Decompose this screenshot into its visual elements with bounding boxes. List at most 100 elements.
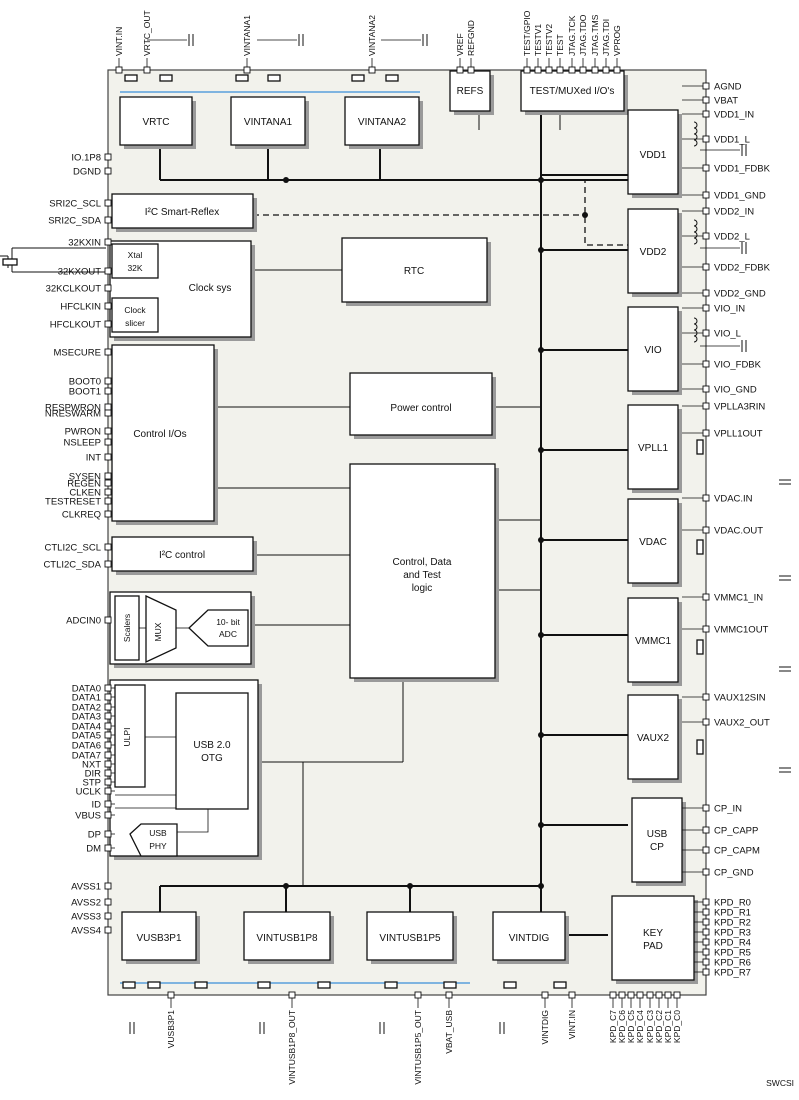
pin-label: TESTV1: [533, 24, 543, 56]
pin-label: VAUX2_OUT: [714, 718, 770, 729]
block-rtc: RTC: [341, 237, 491, 306]
pin-label: AVSS4: [71, 926, 101, 937]
pin-label: DATA5: [72, 731, 101, 742]
pin-msecure: [104, 348, 112, 356]
pin-label: NSLEEP: [64, 438, 102, 449]
pin-id: [104, 800, 112, 808]
pin-label: VBAT_USB: [444, 1010, 454, 1054]
resistor-icon: [696, 439, 704, 455]
vdac-label: VDAC: [639, 537, 667, 548]
pin-hfclkout: [104, 320, 112, 328]
block-test-mux: TEST/MUXed I/O's: [520, 70, 628, 115]
pin-label: VIO_FDBK: [714, 360, 762, 371]
pin-nsleep: [104, 438, 112, 446]
pin-jtag-tdo: [579, 66, 587, 74]
pin-label: VPLL1OUT: [714, 429, 763, 440]
pin-label: TESTRESET: [45, 497, 101, 508]
resistor-icon: [503, 981, 517, 989]
control-data-label-3: logic: [412, 583, 433, 594]
clock-slicer-label-2: slicer: [125, 318, 145, 328]
pin-ctli2c-sda: [104, 560, 112, 568]
pin-label: KPD_R0: [714, 898, 751, 909]
pin-test-gpio: [523, 66, 531, 74]
pin-label: VINT.IN: [114, 27, 124, 56]
pin-avss3: [104, 912, 112, 920]
inductor-icon: [693, 219, 698, 245]
resistor-icon: [385, 74, 399, 82]
pin-label: KPD_C3: [645, 1010, 655, 1043]
pin-testv1: [534, 66, 542, 74]
inductor-icon: [693, 121, 698, 147]
pin-label: PWRON: [65, 427, 102, 438]
pin-dp: [104, 830, 112, 838]
pin-label: UCLK: [76, 787, 102, 798]
block-power-control: Power control: [349, 372, 496, 439]
pin-label: KPD_R2: [714, 918, 751, 929]
bottom-regulators: VUSB3P1 VINTUSB1P8 VINTUSB1P5 VINTDIG: [121, 911, 569, 964]
pin-dm: [104, 844, 112, 852]
pin-int: [104, 453, 112, 461]
pin-kpd-c7: [609, 991, 617, 999]
pin-label: NRESWARM: [45, 409, 101, 420]
pin-vmmc1out: [702, 625, 710, 633]
pin-vrtc-out: [143, 66, 151, 74]
pin-label: KPD_C0: [672, 1010, 682, 1043]
pin-boot1: [104, 387, 112, 395]
pin-label: VDD2_FDBK: [714, 263, 771, 274]
resistor-icon: [124, 74, 138, 82]
pin-label: DM: [86, 844, 101, 855]
pin-label: STP: [83, 778, 101, 789]
vmmc1-label: VMMC1: [635, 636, 672, 647]
pin-label: BOOT0: [69, 377, 101, 388]
refs-label: REFS: [457, 86, 484, 97]
resistor-icon: [267, 74, 281, 82]
clock-sys-label: Clock sys: [189, 283, 232, 294]
pin-label: CTLI2C_SCL: [45, 543, 102, 554]
vpll1-label: VPLL1: [638, 443, 668, 454]
pin-label: 32KCLKOUT: [46, 284, 102, 295]
pin-vdd2-in: [702, 207, 710, 215]
pin-test: [556, 66, 564, 74]
pin-vint-in: [115, 66, 123, 74]
pin-label: VINTANA1: [242, 15, 252, 56]
pin-label: VDAC.IN: [714, 494, 753, 505]
vrtc-label: VRTC: [142, 117, 169, 128]
internal-bus: [159, 112, 628, 912]
keypad-label-1: KEY: [643, 928, 663, 939]
pin-label: VINTUSB1P5_OUT: [413, 1010, 423, 1085]
pin-label: VDD1_IN: [714, 110, 754, 121]
pin-label: CP_GND: [714, 868, 754, 879]
resistor-icon: [159, 74, 173, 82]
pin-label: 32KXOUT: [58, 267, 101, 278]
block-adc-chain: Scalers MUX 10- bit ADC: [109, 591, 255, 668]
pin-vdd1-in: [702, 110, 710, 118]
resistor-icon: [443, 981, 457, 989]
pin-vintana2: [368, 66, 376, 74]
usb-cp-label-1: USB: [647, 829, 668, 840]
pin-kpd-r3: [702, 928, 710, 936]
resistor-icon: [696, 539, 704, 555]
pin-label: KPD_R7: [714, 968, 751, 979]
pin-testreset: [104, 497, 112, 505]
pin-kpd-r0: [702, 898, 710, 906]
pin-respwron: [104, 403, 112, 411]
pin-label: HFCLKOUT: [50, 320, 101, 331]
pin-label: VPLLA3RIN: [714, 402, 765, 413]
pin-kpd-c6: [618, 991, 626, 999]
pin-vaux12sin: [702, 693, 710, 701]
block-vintana1: VINTANA1: [230, 96, 309, 149]
pin-label: KPD_R6: [714, 958, 751, 969]
pin-vbat: [702, 96, 710, 104]
pin-vusb3p1: [167, 991, 175, 999]
resistor-icon: [122, 981, 136, 989]
pin-label: JTAG.TMS: [590, 14, 600, 56]
resistor-icon: [553, 981, 567, 989]
pin-cp-capm: [702, 846, 710, 854]
pin-vref: [456, 66, 464, 74]
pin-label: RESPWRON: [45, 403, 101, 414]
pin-clken: [104, 488, 112, 496]
pin-vplla3rin: [702, 402, 710, 410]
external-components: [122, 34, 791, 1034]
